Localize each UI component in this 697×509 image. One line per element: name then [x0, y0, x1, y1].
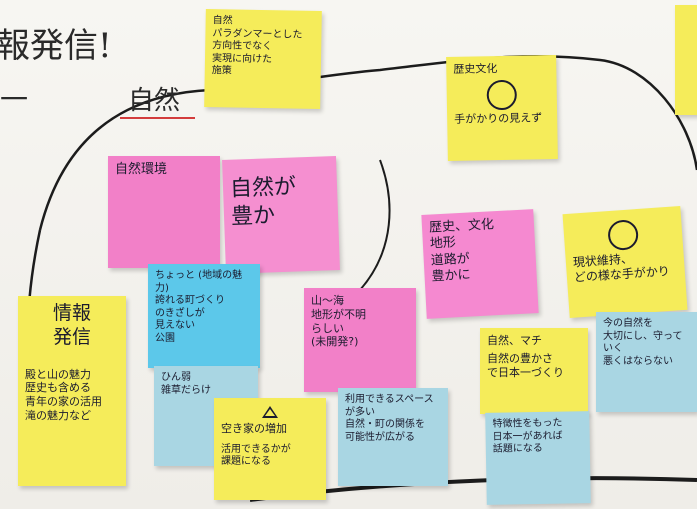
- note-text: 活用できるかが 課題になる: [221, 443, 291, 468]
- note-info: 情報 発信 殿と山の魅力 歴史も含める 青年の家の活用 滝の魅力など: [18, 296, 126, 486]
- note-text: 利用できるスペース が多い 自然・町の関係を 可能性が広がる: [345, 394, 434, 443]
- triangle-mark-icon: [262, 406, 278, 418]
- note-nature-rich: 自然が 豊か: [222, 156, 340, 274]
- note-text: 歴史、文化 地形 道路が 豊かに: [428, 217, 495, 285]
- note-title: 自然、マチ: [487, 334, 542, 347]
- note-history-culture: 歴史文化 手がかりの見えず: [446, 55, 558, 161]
- note-text: [682, 11, 697, 51]
- circle-mark-icon: [607, 219, 640, 252]
- note-nature-top: 自然 パラダンマーとした 方向性でなく 実現に向けた 施策: [204, 8, 322, 110]
- note-text: 山〜海 地形が不明 らしい (未開発?): [311, 294, 366, 349]
- note-title: 空き家の増加: [221, 422, 287, 435]
- note-text: 殿と山の魅力 歴史も含める 青年の家の活用 滝の魅力など: [25, 367, 102, 422]
- note-nature-town: 自然、マチ 自然の豊かさ で日本一づくり: [480, 328, 588, 414]
- note-history-terrain: 歴史、文化 地形 道路が 豊かに: [421, 209, 539, 319]
- note-text: 今の自然を 大切にし、守って いく 悪くはならない: [603, 318, 683, 367]
- note-text: 特徴性をもった 日本一があれば 話題になる: [492, 417, 563, 455]
- note-feature: 特徴性をもった 日本一があれば 話題になる: [485, 411, 591, 505]
- note-text: 自然 パラダンマーとした 方向性でなく 実現に向けた 施策: [211, 15, 303, 77]
- note-vacant-house: 空き家の増加 活用できるかが 課題になる: [214, 398, 326, 500]
- note-current-nature: 今の自然を 大切にし、守って いく 悪くはならない: [596, 312, 697, 412]
- board-heading-top-left-2: 一: [0, 83, 29, 116]
- note-text: 自然の豊かさ で日本一づくり: [487, 351, 564, 379]
- note-title: 歴史文化: [453, 62, 498, 76]
- board-heading-top-left: 報発信!: [0, 26, 112, 66]
- note-usable-space: 利用できるスペース が多い 自然・町の関係を 可能性が広がる: [338, 388, 448, 486]
- note-text: 現状維持、 どの様な手がかり: [572, 251, 671, 285]
- note-maintain: 現状維持、 どの様な手がかり: [562, 206, 688, 318]
- note-text: 手がかりの見えず: [454, 111, 543, 126]
- note-text: 自然環境: [115, 162, 168, 177]
- note-proud-town: ちょっと (地域の魅力) 誇れる町づくり のきざしが 見えない 公園: [148, 264, 260, 368]
- note-text: ひん弱 雑草だらけ: [161, 372, 211, 396]
- circle-mark-icon: [486, 79, 518, 111]
- inner-loop-line: [359, 159, 391, 291]
- main-loop-line: [38, 54, 697, 231]
- note-mountain-sea: 山〜海 地形が不明 らしい (未開発?): [304, 288, 416, 392]
- note-text: ちょっと (地域の魅力) 誇れる町づくり のきざしが 見えない 公園: [155, 270, 243, 344]
- note-title: 情報 発信: [52, 302, 91, 348]
- nature-heading: 自然: [128, 86, 181, 116]
- note-text: 自然が 豊か: [229, 174, 297, 230]
- note-nature-environment: 自然環境: [108, 156, 220, 268]
- note-right-edge: [675, 5, 697, 115]
